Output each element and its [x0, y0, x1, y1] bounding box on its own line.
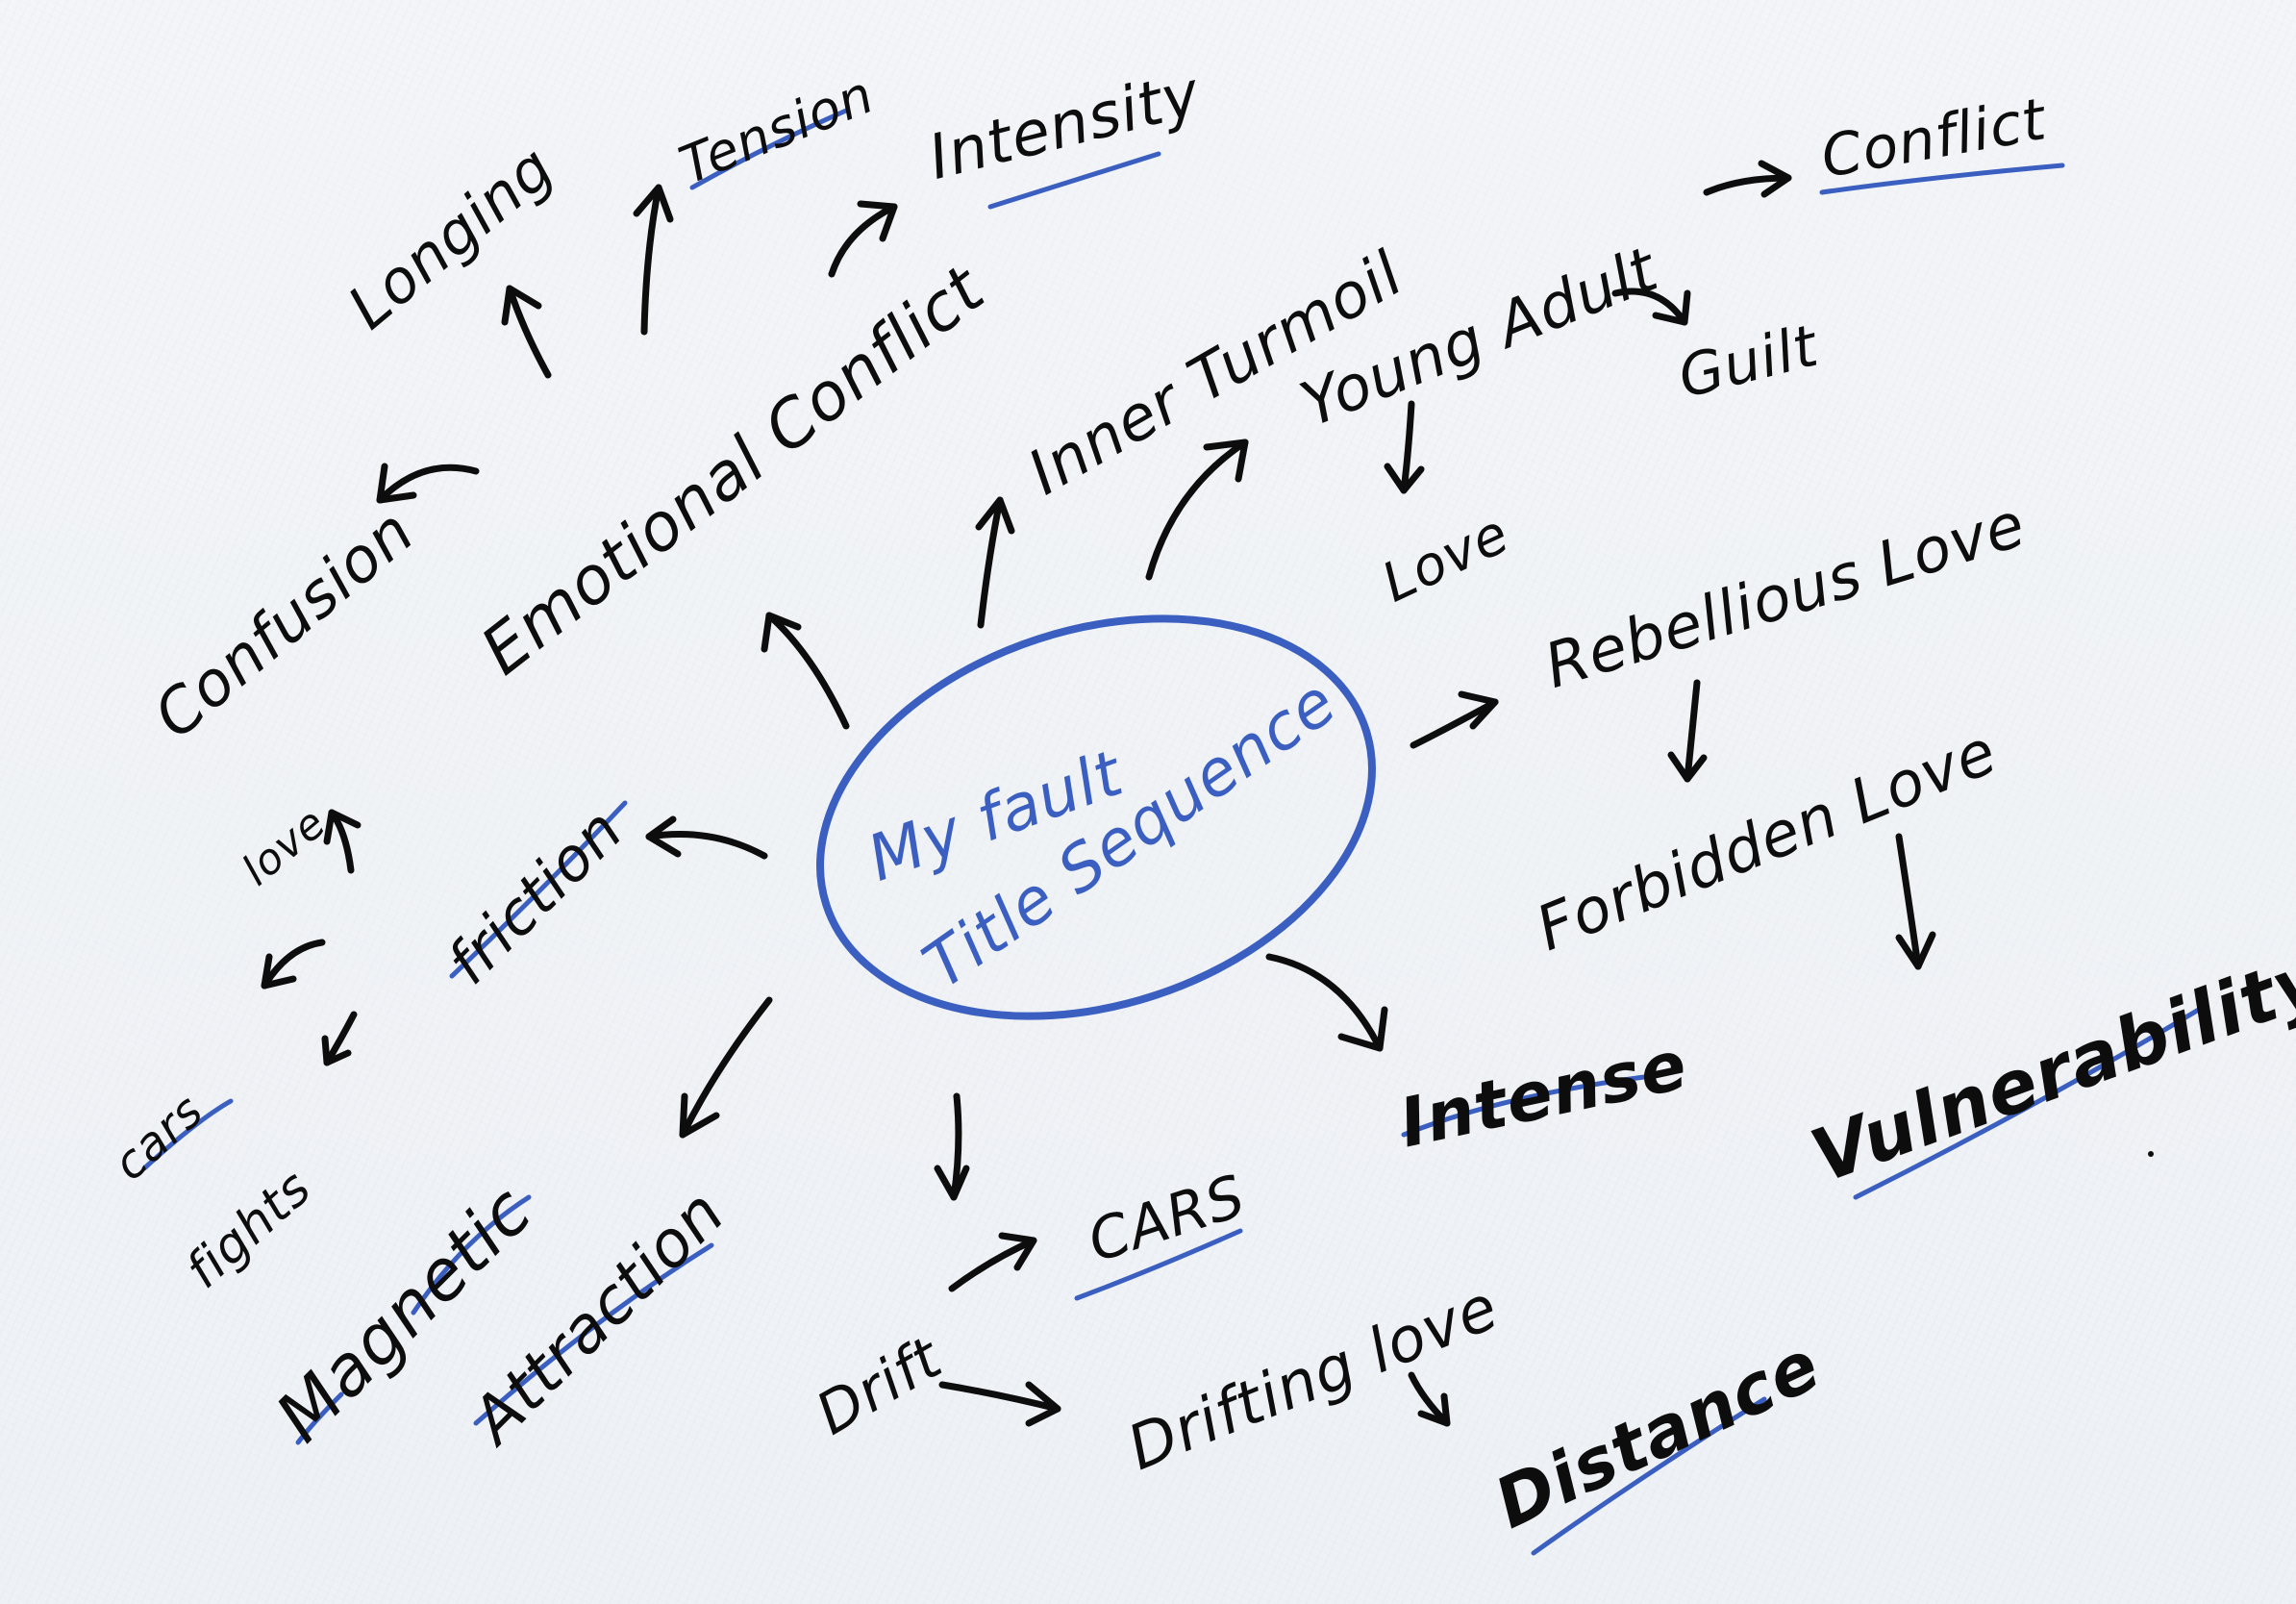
arrow-to-vulnerability — [1895, 833, 1922, 970]
arrow-to-magnetic-attraction — [679, 996, 773, 1139]
arrow-to-cars-bottom — [948, 1237, 1037, 1292]
underline-cars-left — [141, 1098, 234, 1171]
arrow-to-emotional-conflict — [765, 612, 850, 730]
ink-dot — [2148, 1151, 2154, 1157]
arrow-to-love-young — [1400, 400, 1415, 494]
center-ellipse — [816, 614, 1376, 1020]
arrow-to-intensity — [828, 203, 898, 278]
arrow-to-drifting-love — [938, 1381, 1061, 1413]
arrow-to-confusion — [376, 464, 480, 504]
arrow-to-longing — [506, 285, 552, 379]
underline-cars-bottom — [1074, 1228, 1243, 1301]
arrow-to-friction — [645, 831, 768, 860]
arrow-to-rebellious-love — [1410, 698, 1499, 749]
underline-tension — [689, 108, 849, 190]
arrow-to-inner-turmoil — [977, 496, 1004, 629]
underline-magnetic-2 — [411, 1194, 532, 1316]
underline-distance — [1531, 1396, 1767, 1556]
underline-friction — [449, 800, 628, 979]
arrow-to-young-adult — [1145, 439, 1249, 581]
arrow-to-forbidden-love — [1684, 679, 1701, 783]
underline-intensity — [987, 151, 1161, 210]
underline-magnetic — [295, 1391, 344, 1445]
underline-attraction — [473, 1242, 714, 1426]
underline-intense — [1401, 1074, 1647, 1138]
arrow-to-guilt — [1611, 288, 1688, 326]
arrow-to-conflict — [1703, 174, 1792, 196]
underline-conflict — [1819, 163, 2065, 195]
arrow-to-intense — [1265, 953, 1384, 1052]
arrow-to-cars-left — [261, 939, 326, 990]
arrow-to-tension — [640, 184, 662, 336]
underline-vulnerability — [1853, 1002, 2209, 1200]
